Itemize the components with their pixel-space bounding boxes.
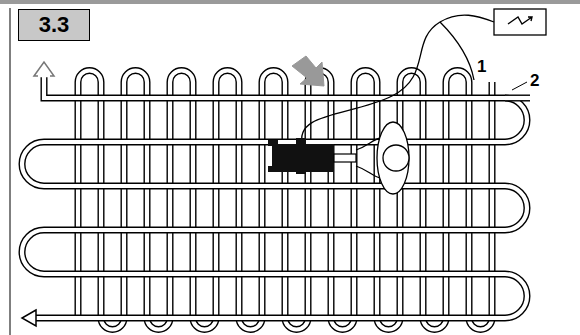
voltage-symbol xyxy=(508,17,532,24)
worker-shoulders xyxy=(377,122,409,194)
laying-tool xyxy=(272,144,334,172)
worker-with-tool xyxy=(268,9,546,194)
power-supply xyxy=(494,9,546,35)
start-arrow xyxy=(34,62,54,76)
tool-wheel xyxy=(296,168,306,174)
direction-arrow xyxy=(292,56,324,86)
tool-wheel xyxy=(268,166,278,172)
tool-wheel xyxy=(268,140,278,146)
top-bar xyxy=(0,0,580,4)
figure-number-box: 3.3 xyxy=(18,9,90,41)
start-arrow xyxy=(38,75,50,78)
cable-end xyxy=(505,95,530,102)
margin-line xyxy=(9,8,11,335)
mesh-bar xyxy=(78,71,492,330)
figure-number: 3.3 xyxy=(39,12,70,38)
cable-end xyxy=(505,96,530,100)
supply-cable xyxy=(440,22,474,80)
callout-number: 1 xyxy=(476,58,487,75)
worker-head xyxy=(383,145,409,171)
heating-cable xyxy=(22,74,527,318)
mesh-and-cable xyxy=(22,62,530,330)
tool-wheel xyxy=(296,138,306,144)
leader-line xyxy=(512,82,527,90)
heating-cable xyxy=(22,74,527,318)
tool-handle xyxy=(334,154,356,162)
callout-number: 2 xyxy=(529,72,540,89)
end-arrow xyxy=(22,310,36,326)
mesh-bar xyxy=(78,71,492,330)
